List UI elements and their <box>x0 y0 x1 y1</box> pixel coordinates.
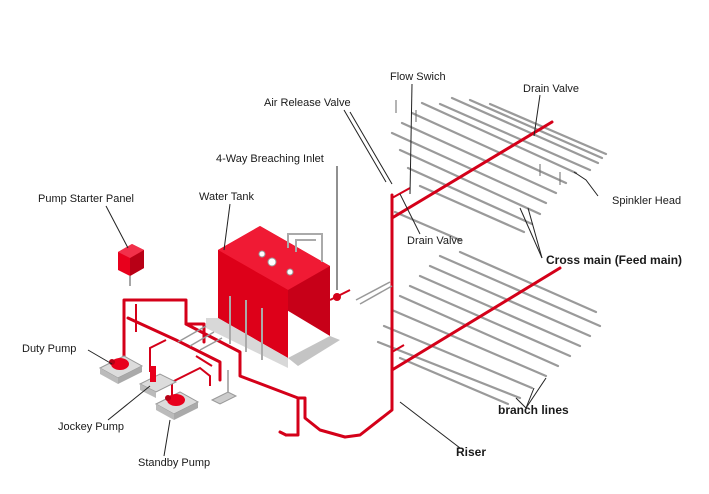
label-duty-pump: Duty Pump <box>22 343 76 355</box>
label-flow-switch: Flow Swich <box>390 71 446 83</box>
label-pump-starter-panel: Pump Starter Panel <box>38 193 134 205</box>
label-drain-valve-top: Drain Valve <box>523 83 579 95</box>
label-standby-pump: Standby Pump <box>138 457 210 469</box>
label-drain-valve-mid: Drain Valve <box>407 235 463 247</box>
label-riser: Riser <box>456 445 486 459</box>
label-sprinkler-head: Spinkler Head <box>612 195 681 207</box>
duty-pump <box>98 355 144 384</box>
upper-branch-lines <box>390 96 608 242</box>
lower-cross-main <box>390 266 562 372</box>
breaching-inlet <box>329 166 351 301</box>
label-air-release-valve: Air Release Valve <box>264 97 351 109</box>
label-jockey-pump: Jockey Pump <box>58 421 124 433</box>
upper-cross-main <box>390 120 554 220</box>
label-water-tank: Water Tank <box>199 191 255 203</box>
water-tank <box>206 226 340 368</box>
label-breaching-inlet: 4-Way Breaching Inlet <box>216 153 324 165</box>
riser-and-mains <box>278 120 562 439</box>
standby-pump <box>154 391 200 420</box>
leader-lines <box>87 83 599 457</box>
label-cross-main: Cross main (Feed main) <box>546 253 682 267</box>
label-branch-lines: branch lines <box>498 403 569 417</box>
lower-branch-lines <box>376 250 602 406</box>
jockey-pump <box>138 366 178 398</box>
labels: Flow Swich Drain Valve Air Release Valve… <box>22 71 682 469</box>
pump-room-piping <box>122 298 300 402</box>
pump-starter-panel <box>118 244 144 286</box>
riser-pipe <box>343 193 394 439</box>
